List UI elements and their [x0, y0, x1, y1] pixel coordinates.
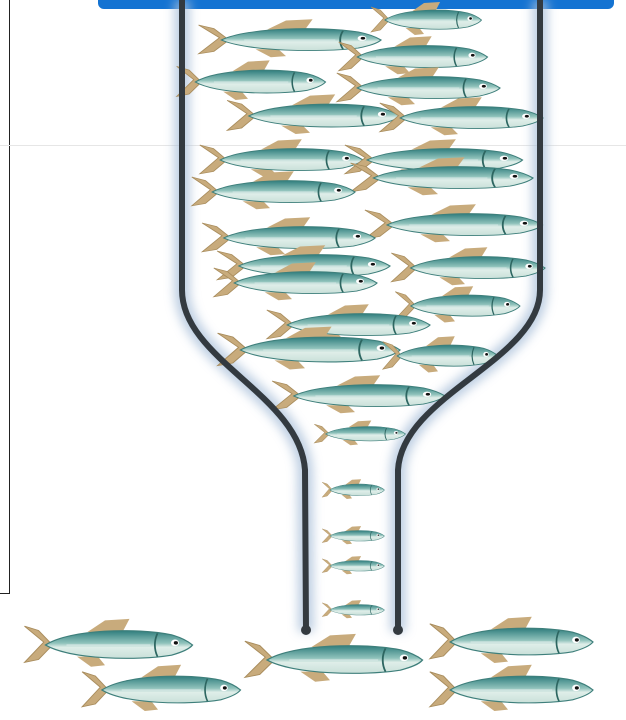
funnel-left-tip [301, 625, 311, 635]
funnel-right-tip [393, 625, 403, 635]
fish-school [177, 2, 545, 618]
